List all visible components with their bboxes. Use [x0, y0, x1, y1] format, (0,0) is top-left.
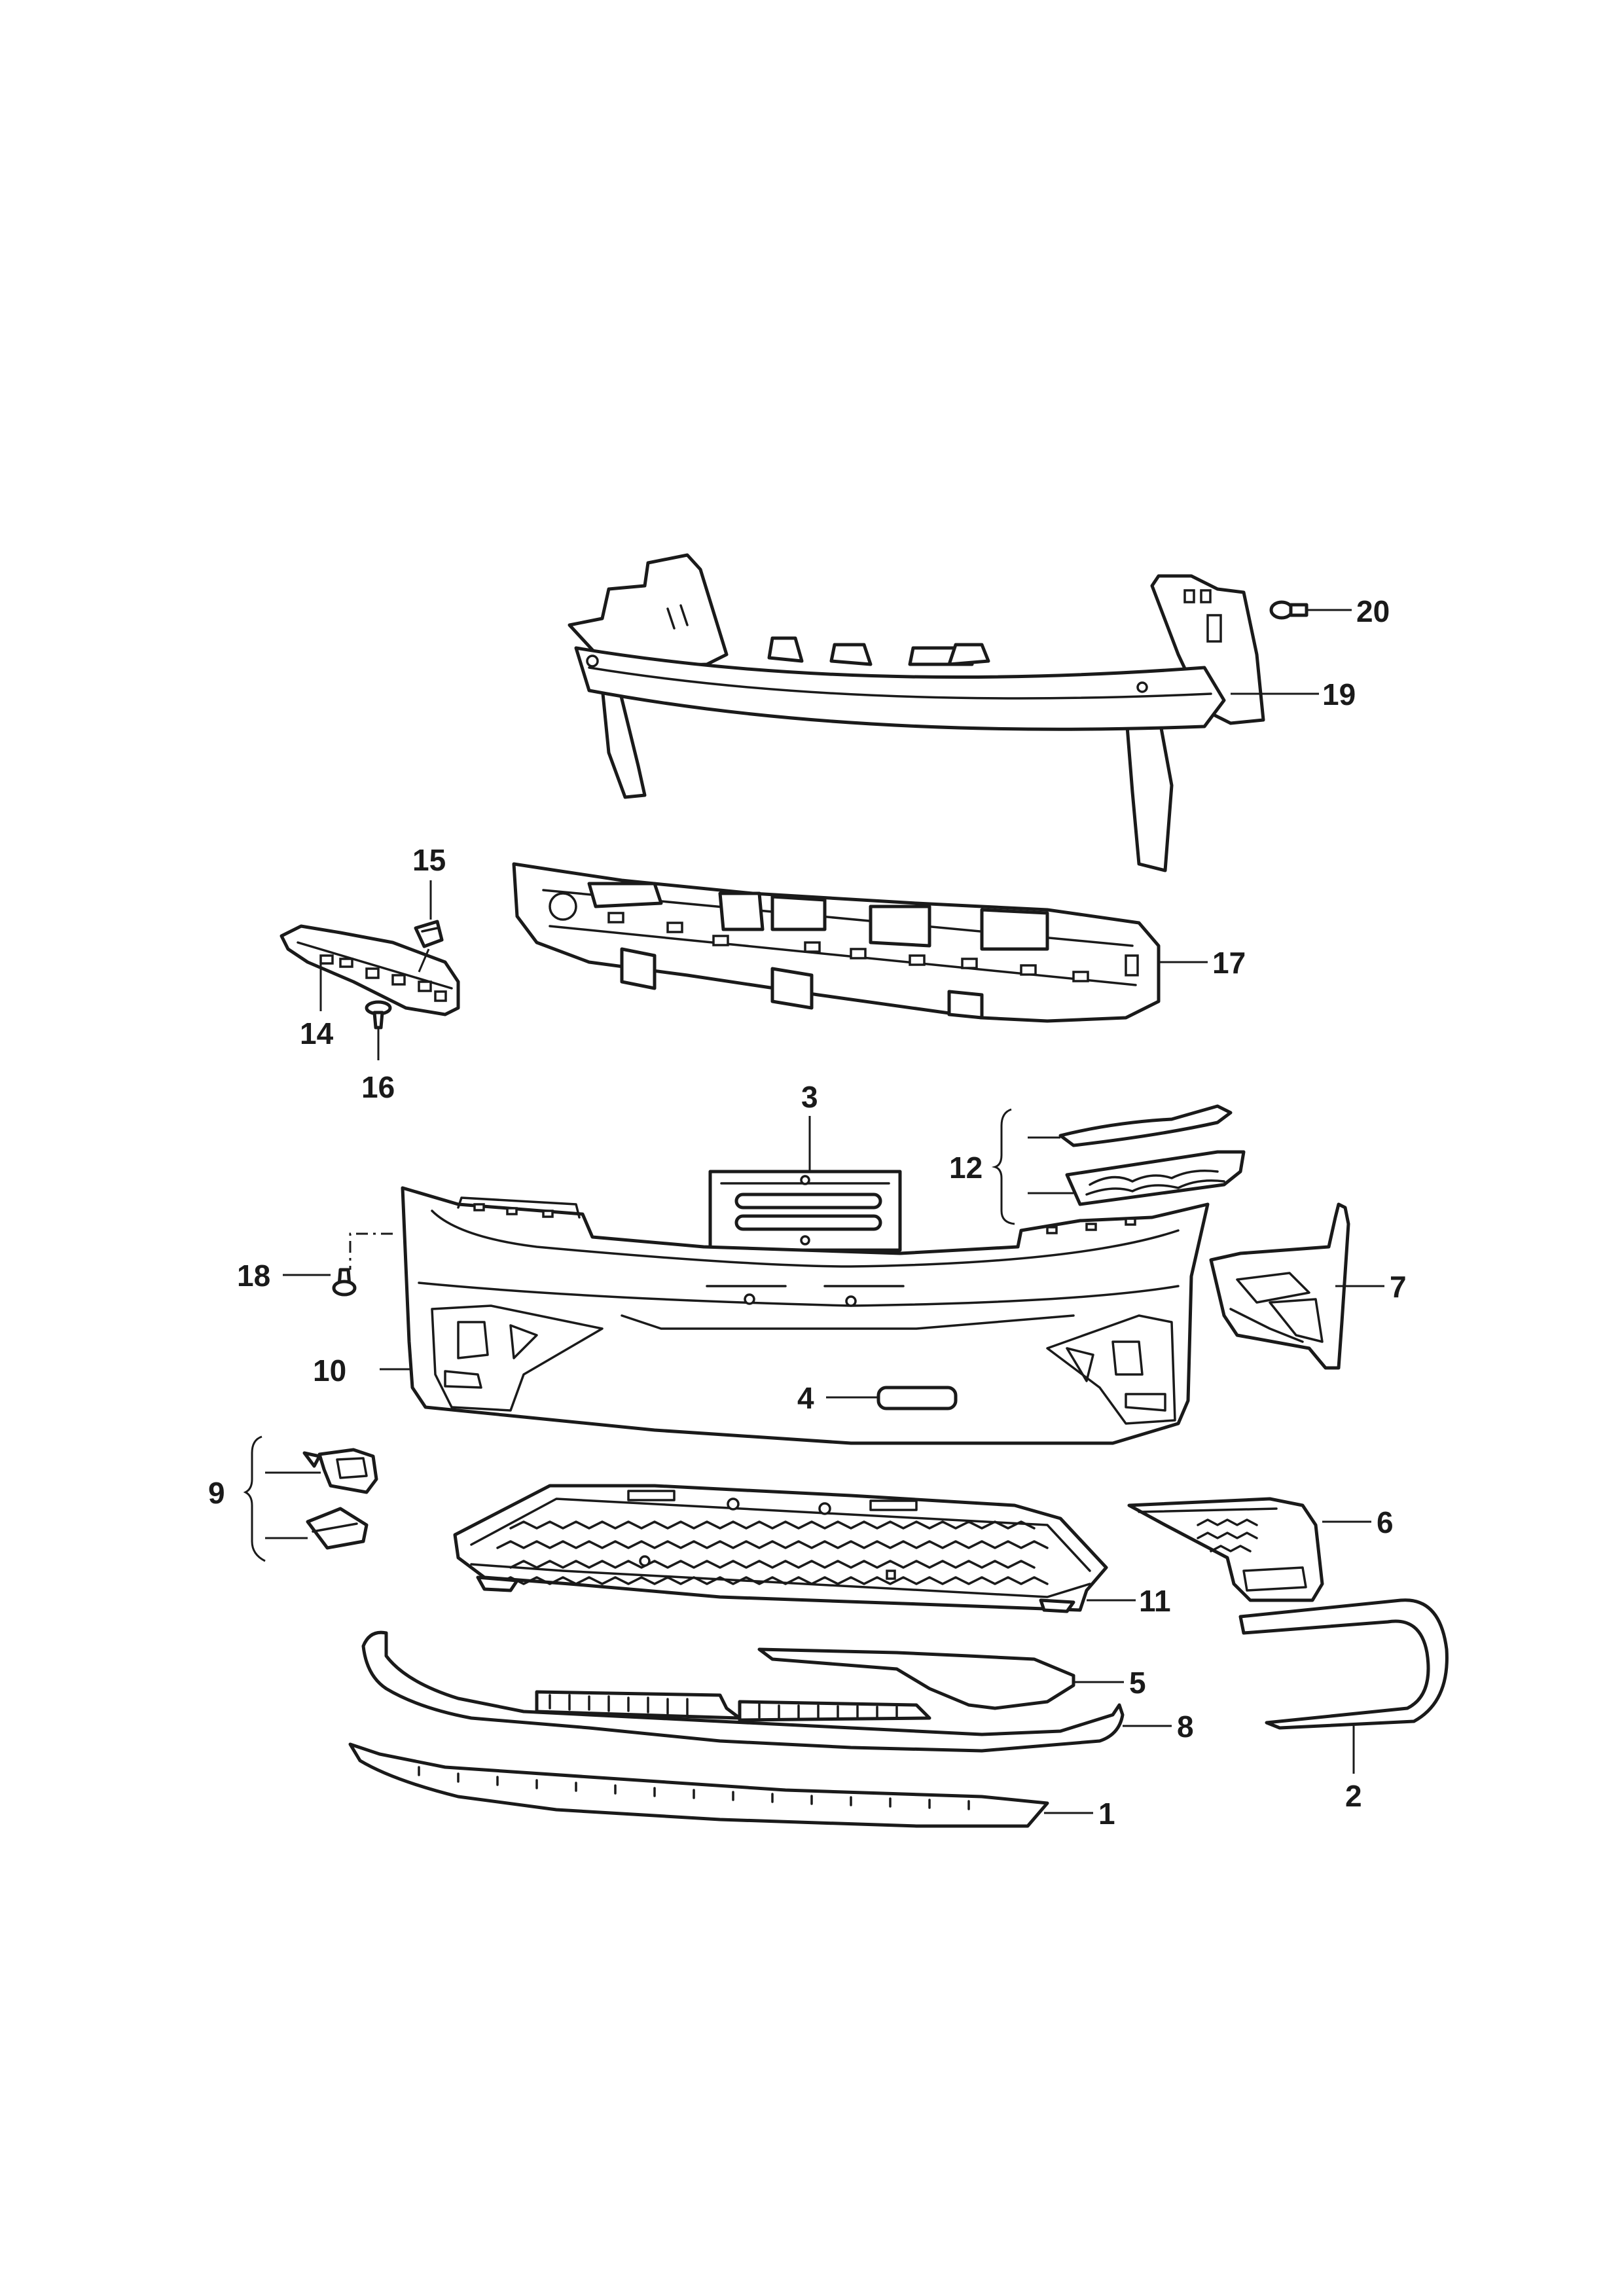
part-10-bumper-cover [380, 1186, 1210, 1445]
callout-11: 11 [1139, 1584, 1171, 1618]
callout-1: 1 [1098, 1797, 1115, 1831]
part-15-clip [414, 880, 444, 973]
callout-18: 18 [237, 1259, 270, 1293]
part-17-energy-absorber [512, 862, 1208, 1023]
part-5-lower-trim [757, 1647, 1124, 1710]
callout-15: 15 [412, 843, 446, 877]
callout-20: 20 [1356, 594, 1390, 628]
callout-6: 6 [1377, 1505, 1394, 1539]
part-4-reflector [826, 1386, 958, 1410]
part-3-license-plate-bracket [708, 1116, 902, 1252]
callout-2: 2 [1345, 1779, 1362, 1813]
callout-4: 4 [797, 1381, 814, 1415]
part-1-lower-valance [348, 1742, 1093, 1828]
part-12-grille-trims [991, 1104, 1246, 1225]
callout-12: 12 [949, 1151, 983, 1185]
part-20-screw [1269, 600, 1352, 620]
part-2-trim-strip [1238, 1598, 1449, 1774]
callout-5: 5 [1129, 1666, 1146, 1700]
callout-labels: 1 2 3 4 5 6 7 8 9 10 11 12 14 15 16 17 1… [208, 594, 1407, 1831]
part-11-lower-grille [453, 1484, 1136, 1613]
part-19-bumper-carrier [568, 553, 1265, 872]
part-18-screw [283, 1232, 393, 1297]
part-9-mounting-clips [243, 1435, 378, 1562]
callout-19: 19 [1322, 677, 1356, 711]
callout-7: 7 [1390, 1270, 1407, 1304]
callout-10: 10 [313, 1354, 346, 1388]
part-6-corner-vent [1127, 1497, 1371, 1602]
callout-9: 9 [208, 1476, 225, 1510]
callout-16: 16 [361, 1070, 395, 1104]
part-7-side-air-guide [1209, 1202, 1384, 1370]
callout-17: 17 [1212, 946, 1246, 980]
part-16-push-pin [365, 1000, 392, 1060]
part-8-diffuser [361, 1630, 1172, 1753]
callout-3: 3 [801, 1080, 818, 1114]
callout-14: 14 [300, 1016, 334, 1050]
callout-8: 8 [1177, 1710, 1194, 1744]
part-14-side-bracket [280, 924, 460, 1016]
